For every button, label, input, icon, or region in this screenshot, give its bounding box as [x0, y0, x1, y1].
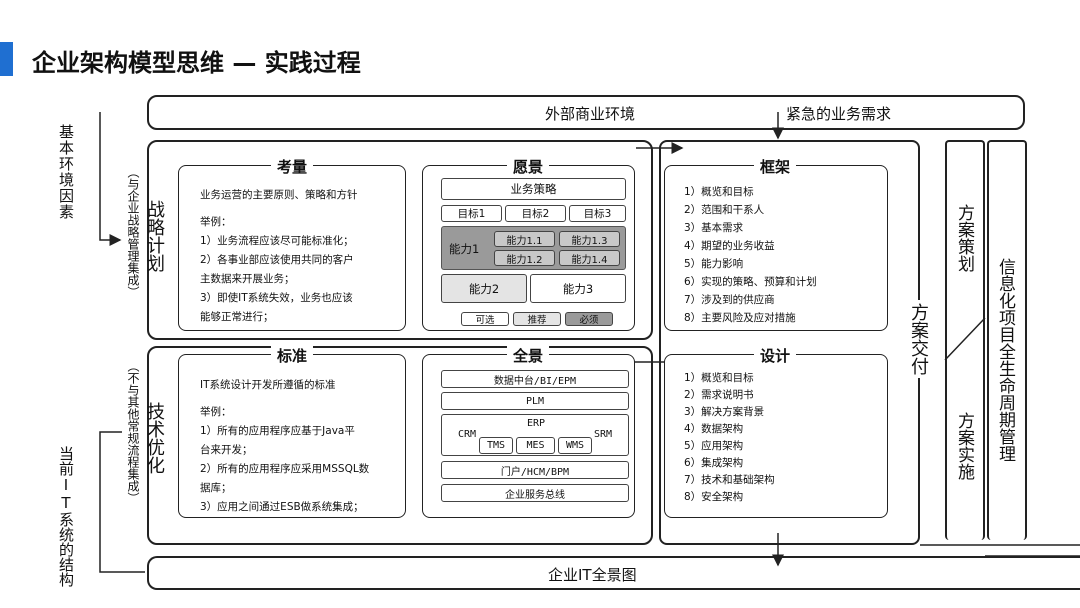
design-panel — [664, 354, 888, 518]
portal-layer: 门户/HCM/BPM — [441, 461, 629, 479]
enterprise-it-panorama-label: 企业IT全景图 — [548, 566, 637, 584]
solution-delivery-label: 方案交付 — [905, 300, 931, 378]
standard-example-label: 举例： — [200, 406, 232, 418]
legend-recommended: 推荐 — [513, 312, 561, 326]
erp-label: ERP — [527, 418, 546, 429]
plm-layer: PLM — [441, 392, 629, 410]
framework-item: 2）范围和干系人 — [684, 204, 765, 216]
consider-line: 2）各事业部应该使用共同的客户 — [200, 254, 354, 266]
consider-content: 业务运营的主要原则、策略和方针 举例： 1）业务流程应该尽可能标准化； 2）各事… — [200, 186, 358, 327]
legend-required: 必须 — [565, 312, 613, 326]
design-item: 2）需求说明书 — [684, 389, 754, 401]
consider-intro: 业务运营的主要原则、策略和方针 — [200, 189, 358, 201]
capability-3-box: 能力3 — [530, 274, 626, 303]
standard-line: 1）所有的应用程序应基于Java平 — [200, 425, 355, 437]
basic-environment-factors-label: 基本环境因素 — [57, 124, 75, 220]
standard-line: 3）应用之间通过ESB做系统集成； — [200, 501, 364, 513]
solution-implementation-label: 方案实施 — [954, 412, 974, 480]
standard-line: 据库； — [200, 482, 232, 494]
capability-item: 能力1.1 — [494, 231, 555, 247]
design-item: 7）技术和基础架构 — [684, 474, 775, 486]
page-title: 企业架构模型思维 — 实践过程 — [32, 49, 361, 77]
lifecycle-frame — [987, 140, 1027, 540]
design-item: 3）解决方案背景 — [684, 406, 765, 418]
mes-box: MES — [516, 437, 555, 454]
current-it-structure-label: 当前IT系统的结构 — [57, 446, 75, 587]
design-item: 8）安全架构 — [684, 491, 744, 503]
tms-box: TMS — [479, 437, 513, 454]
urgent-business-demand-label: 紧急的业务需求 — [783, 103, 895, 124]
consider-title: 考量 — [270, 156, 314, 177]
framework-item: 7）涉及到的供应商 — [684, 294, 775, 306]
framework-item: 6）实现的策略、预算和计划 — [684, 276, 817, 288]
framework-item: 8）主要风险及应对措施 — [684, 312, 796, 324]
standard-line: 2）所有的应用程序应采用MSSQL数 — [200, 463, 370, 475]
strategic-plan-label: 战略计划 — [144, 200, 165, 272]
framework-list: 1）概览和目标 2）范围和干系人 3）基本需求 4）期望的业务收益 5）能力影响… — [684, 183, 817, 327]
design-item: 4）数据架构 — [684, 423, 744, 435]
framework-item: 4）期望的业务收益 — [684, 240, 775, 252]
consider-panel — [178, 165, 406, 331]
solution-planning-label: 方案策划 — [954, 204, 974, 272]
crm-label: CRM — [458, 429, 477, 440]
framework-title: 框架 — [753, 156, 797, 177]
goal-box: 目标1 — [441, 205, 502, 222]
standard-line: 台来开发； — [200, 444, 253, 456]
external-business-environment-bar — [147, 95, 1025, 130]
strategic-plan-sublabel: （与企业战略管理集成） — [126, 166, 140, 298]
framework-panel — [664, 165, 888, 331]
design-item: 1）概览和目标 — [684, 372, 754, 384]
design-item: 5）应用架构 — [684, 440, 744, 452]
consider-line: 1）业务流程应该尽可能标准化； — [200, 235, 354, 247]
capability-item: 能力1.4 — [559, 250, 620, 266]
tech-optimization-sublabel: （不与其他常规流程集成） — [126, 360, 140, 504]
enterprise-it-panorama-bar — [147, 556, 1080, 590]
consider-line: 主数据来开展业务； — [200, 273, 295, 285]
design-item: 6）集成架构 — [684, 457, 744, 469]
standard-intro: IT系统设计开发所遵循的标准 — [200, 379, 336, 391]
legend-optional: 可选 — [461, 312, 509, 326]
standard-content: IT系统设计开发所遵循的标准 举例： 1）所有的应用程序应基于Java平 台来开… — [200, 376, 369, 517]
capability-1-label: 能力1 — [449, 242, 480, 256]
vision-title: 愿景 — [506, 156, 550, 177]
srm-label: SRM — [594, 429, 613, 440]
capability-item: 能力1.2 — [494, 250, 555, 266]
core-apps-group — [441, 414, 629, 456]
goal-box: 目标2 — [505, 205, 566, 222]
framework-item: 3）基本需求 — [684, 222, 744, 234]
wms-box: WMS — [558, 437, 592, 454]
capability-2-box: 能力2 — [441, 274, 527, 303]
title-accent-bar — [0, 42, 13, 76]
framework-item: 1）概览和目标 — [684, 186, 754, 198]
tech-optimization-label: 技术优化 — [144, 402, 165, 474]
enterprise-service-bus-layer: 企业服务总线 — [441, 484, 629, 502]
business-strategy-box: 业务策略 — [441, 178, 626, 200]
design-title: 设计 — [753, 345, 797, 366]
consider-example-label: 举例： — [200, 216, 232, 228]
design-list: 1）概览和目标 2）需求说明书 3）解决方案背景 4）数据架构 5）应用架构 6… — [684, 370, 775, 506]
capability-item: 能力1.3 — [559, 231, 620, 247]
external-business-environment-label: 外部商业环境 — [545, 105, 636, 123]
panorama-title: 全景 — [506, 345, 550, 366]
consider-line: 3）即使IT系统失效，业务也应该 — [200, 292, 353, 304]
project-lifecycle-label: 信息化项目全生命周期管理 — [995, 258, 1015, 462]
data-platform-layer: 数据中台/BI/EPM — [441, 370, 629, 388]
goal-box: 目标3 — [569, 205, 626, 222]
standard-title: 标准 — [270, 345, 314, 366]
consider-line: 能够正常进行； — [200, 311, 274, 323]
framework-item: 5）能力影响 — [684, 258, 744, 270]
